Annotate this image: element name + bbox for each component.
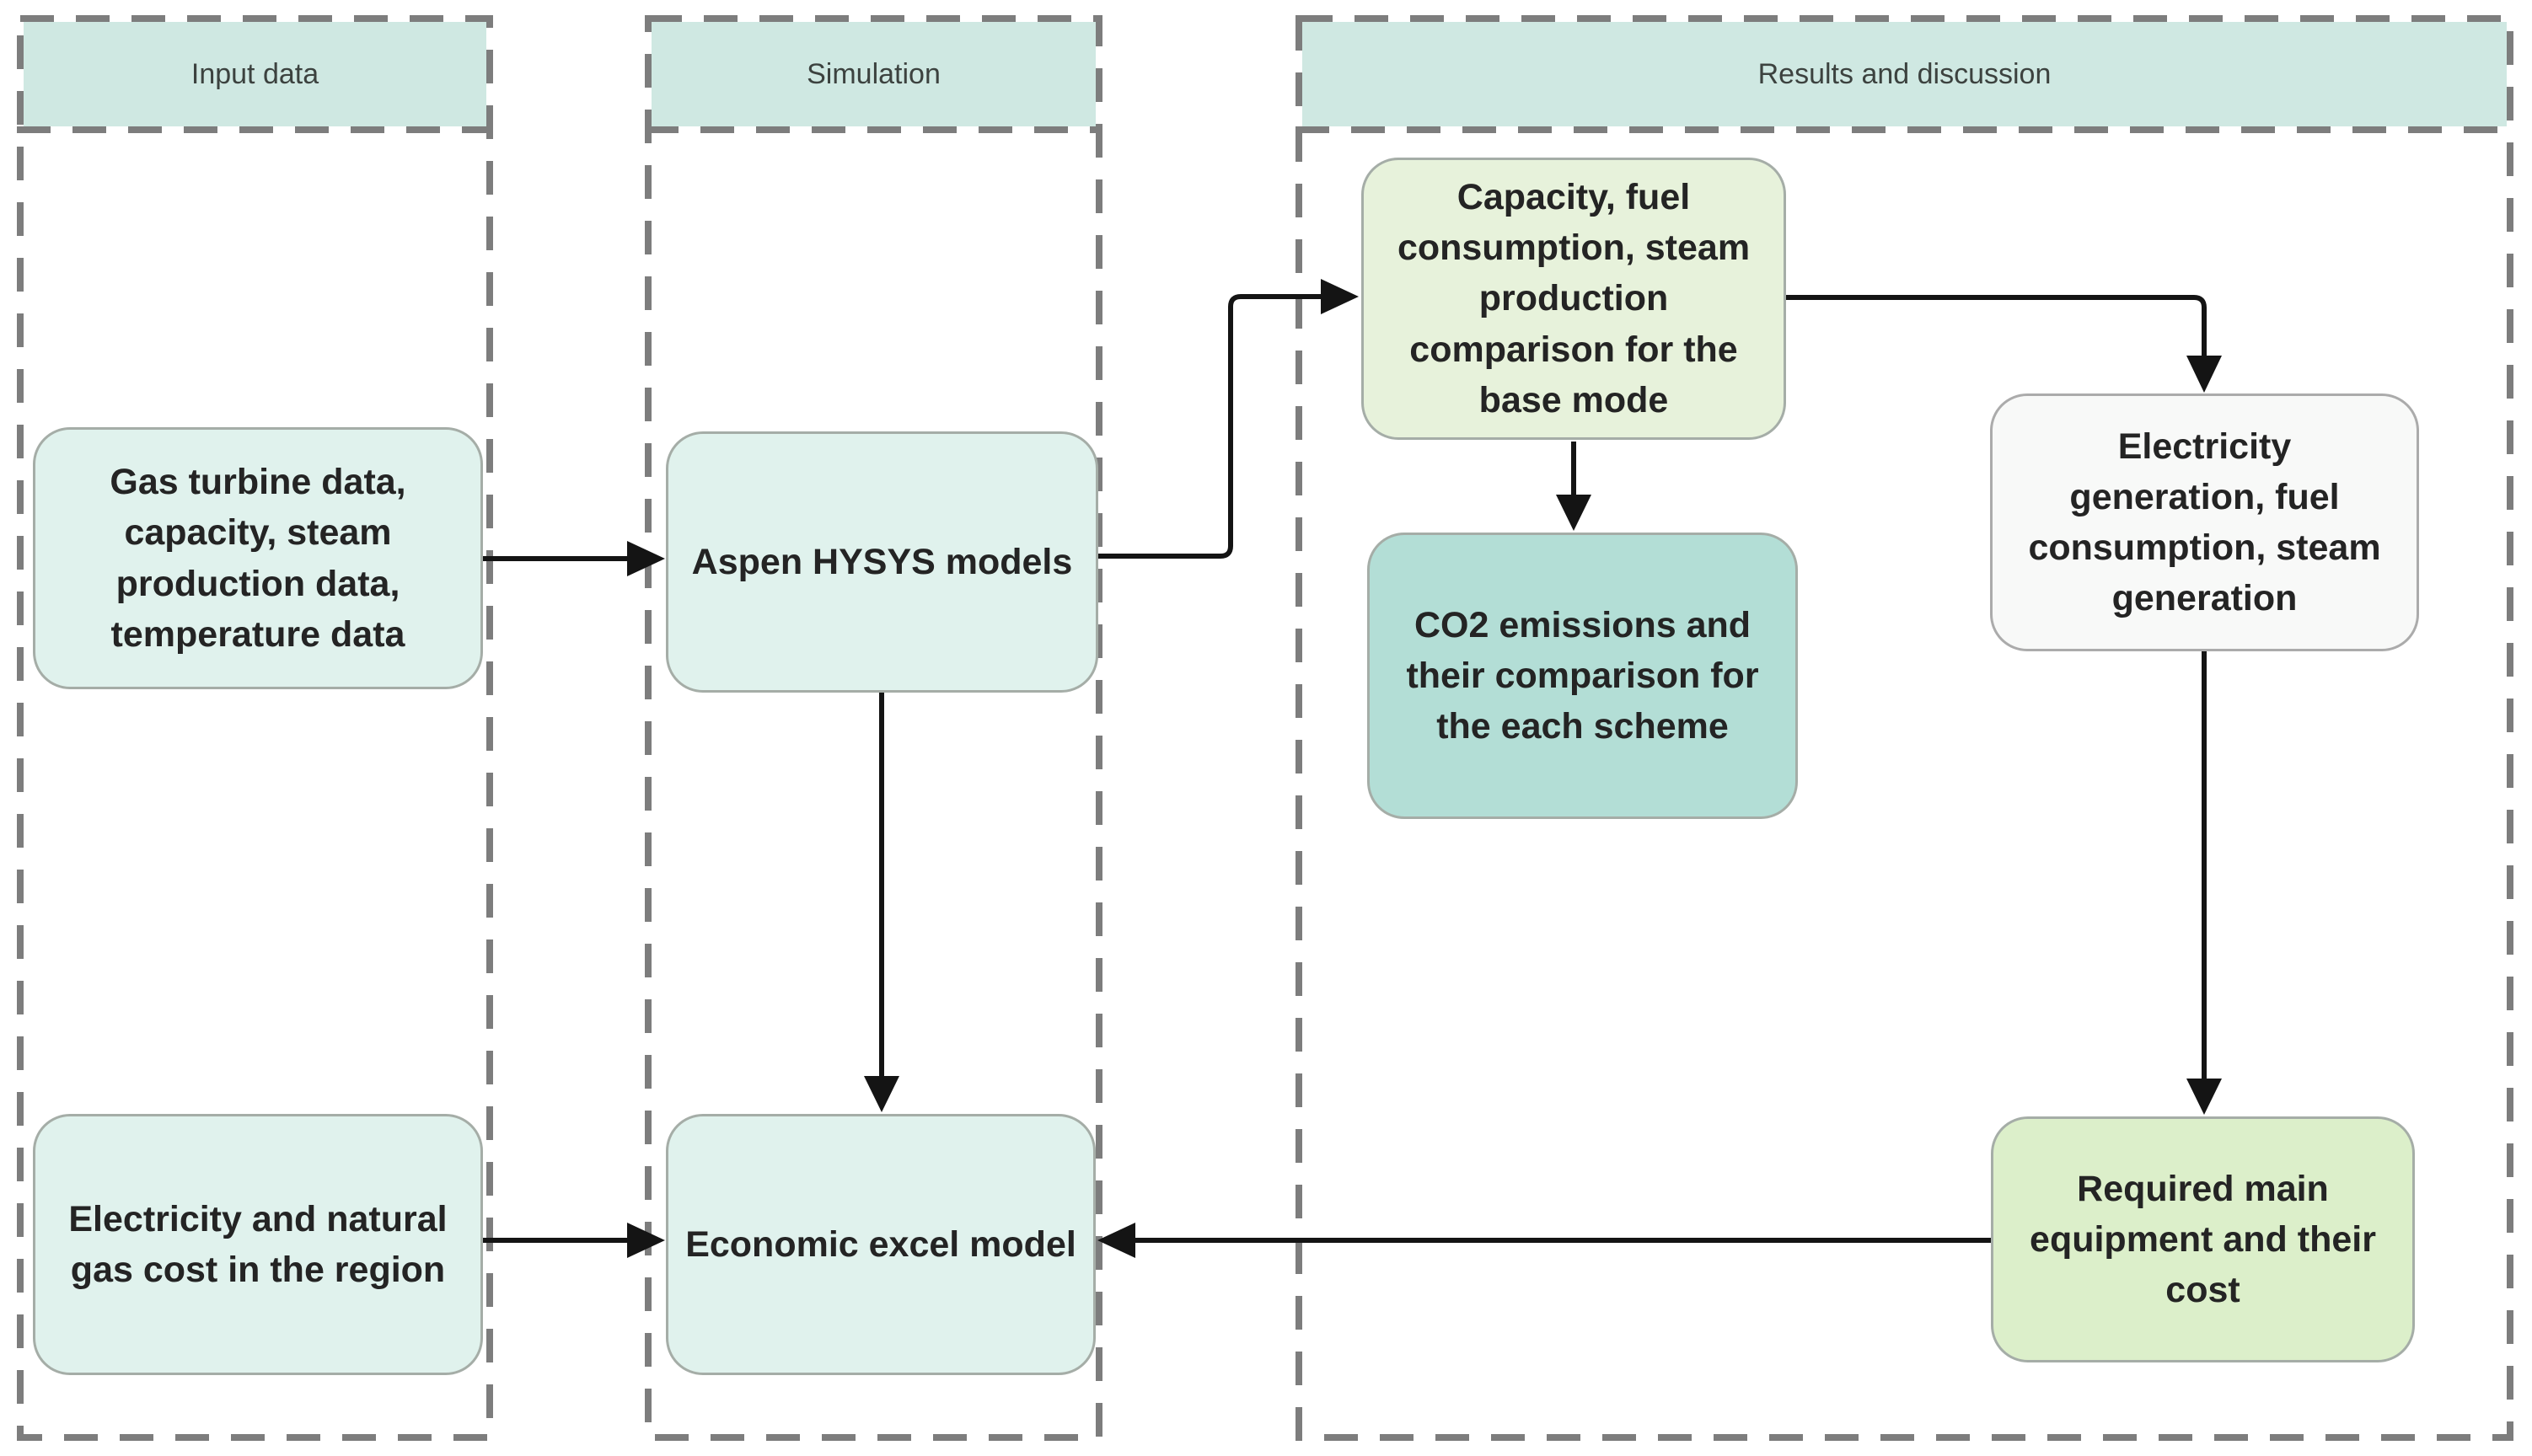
- node-gas-turbine-data: Gas turbine data, capacity, steam produc…: [33, 427, 483, 689]
- arrow-required-to-economic: [1097, 1223, 1991, 1258]
- node-electricity-gas-cost: Electricity and natural gas cost in the …: [33, 1114, 483, 1375]
- node-electricity-generation: Electricity generation, fuel consumption…: [1990, 393, 2419, 651]
- header-input-fill: [24, 22, 486, 126]
- arrow-cost-to-economic: [483, 1223, 665, 1258]
- node-co2-emissions-comparison: CO2 emissions and their comparison for t…: [1367, 533, 1798, 819]
- arrow-electricity-to-required: [2186, 651, 2222, 1115]
- header-results-fill: [1302, 22, 2507, 126]
- arrow-aspen-to-capacity: [1098, 279, 1359, 559]
- arrow-gas-turbine-to-aspen: [483, 541, 665, 576]
- column-header-simulation: Simulation: [807, 57, 941, 90]
- arrow-aspen-to-economic: [864, 693, 899, 1112]
- node-economic-excel-model: Economic excel model: [666, 1114, 1096, 1375]
- node-aspen-hysys-models: Aspen HYSYS models: [666, 431, 1098, 693]
- arrow-capacity-to-co2: [1556, 442, 1591, 531]
- column-header-input-data: Input data: [190, 57, 319, 90]
- column-input-border: [17, 15, 493, 1441]
- column-simulation-border: [645, 15, 1102, 1441]
- header-simulation-fill: [652, 22, 1096, 126]
- node-required-equipment-cost: Required main equipment and their cost: [1991, 1116, 2415, 1362]
- column-header-results-and-discussion: Results and discussion: [1757, 57, 2052, 90]
- arrow-capacity-to-electricity: [1786, 295, 2222, 393]
- column-results-border: [1296, 15, 2513, 1441]
- node-capacity-comparison-base-mode: Capacity, fuel consumption, steam produc…: [1361, 158, 1786, 440]
